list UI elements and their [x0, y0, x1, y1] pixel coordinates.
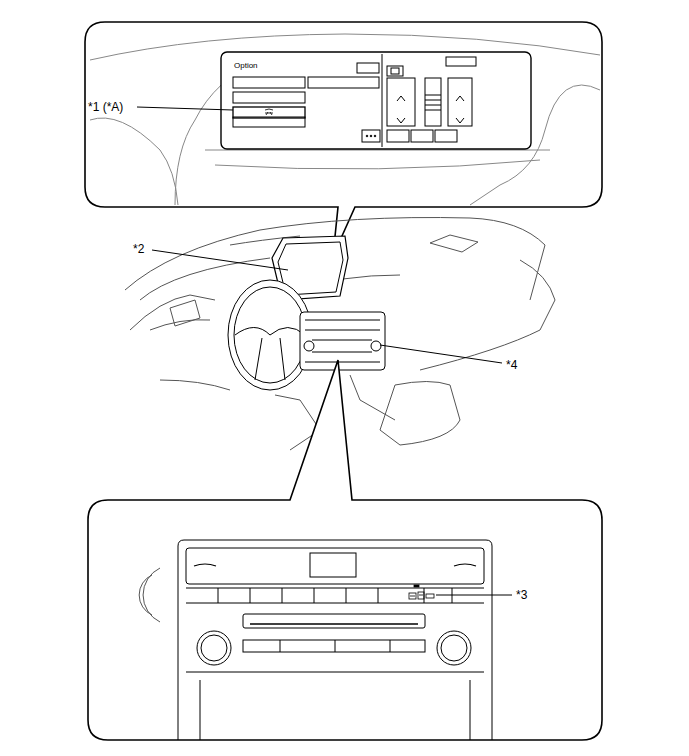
defroster-icon — [265, 109, 273, 115]
callout-number: *2 — [133, 243, 144, 255]
steering-wheel — [228, 280, 312, 390]
control-panel — [178, 540, 492, 740]
callout-number: *1 (*A) — [88, 101, 123, 113]
callout-frame — [85, 22, 602, 256]
menu-title: Option — [234, 62, 258, 70]
center-console — [300, 312, 385, 370]
callout-number: *3 — [516, 589, 527, 601]
display-screen — [221, 52, 531, 149]
callout-number: *4 — [506, 359, 517, 371]
rear-defroster-icon — [409, 585, 434, 599]
callout-frame — [88, 360, 602, 740]
